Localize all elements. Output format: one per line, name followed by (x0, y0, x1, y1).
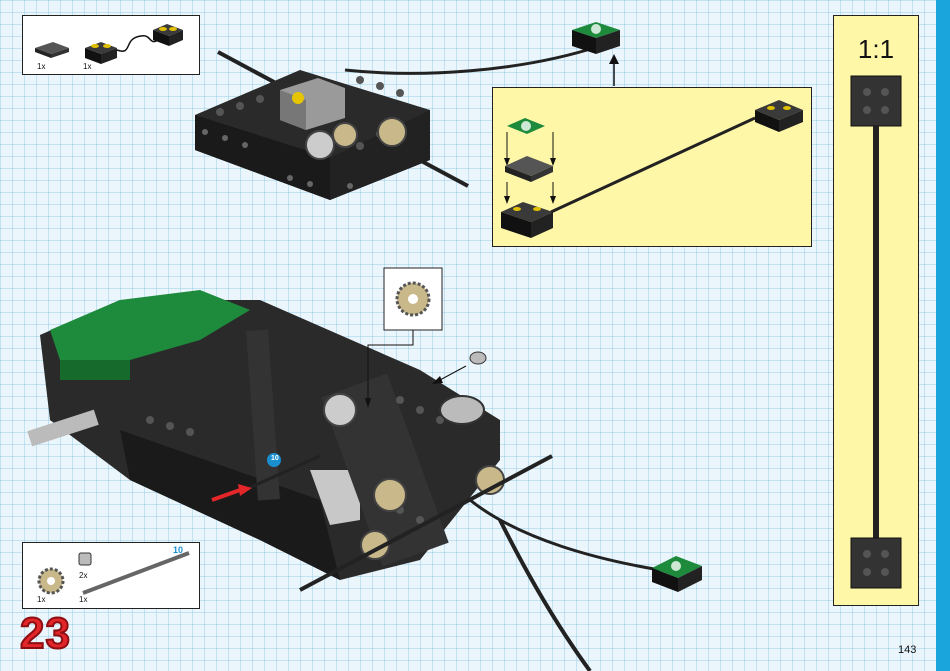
inventory-qty: 1x (37, 595, 45, 604)
axle-length-label: 10 (173, 545, 183, 555)
inventory-qty: 2x (79, 571, 87, 580)
parts-inventory-bottom: 1x 2x 1x 10 (22, 542, 200, 609)
axle-10-icon (83, 553, 189, 593)
page-number: 143 (898, 644, 916, 656)
axle-length-marker: 10 (271, 455, 279, 462)
gear-16-tooth-icon (39, 569, 63, 593)
inventory-qty: 1x (79, 595, 87, 604)
step-number: 23 (20, 612, 71, 656)
bush-icon (79, 553, 91, 565)
